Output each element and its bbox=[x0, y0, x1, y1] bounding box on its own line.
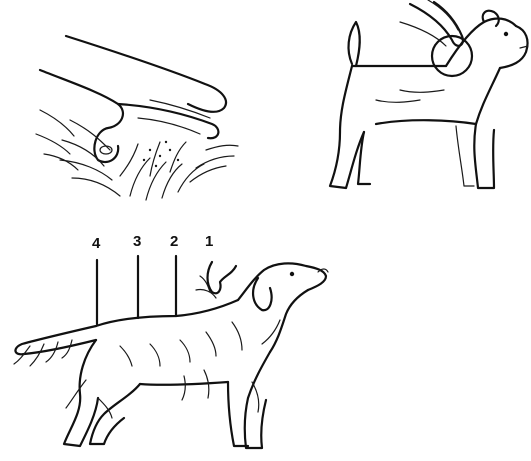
hand-parting-coat-illustration bbox=[36, 36, 238, 200]
setter-eye bbox=[290, 272, 294, 276]
setter-coat-points-illustration: 4 3 2 1 bbox=[14, 233, 328, 448]
point-label-3: 3 bbox=[133, 233, 141, 250]
terrier-eye bbox=[504, 32, 508, 36]
terrier-neck-check-illustration bbox=[330, 0, 528, 188]
point-label-2: 2 bbox=[170, 233, 178, 250]
point-label-4: 4 bbox=[92, 235, 101, 252]
point-label-1: 1 bbox=[205, 233, 213, 250]
